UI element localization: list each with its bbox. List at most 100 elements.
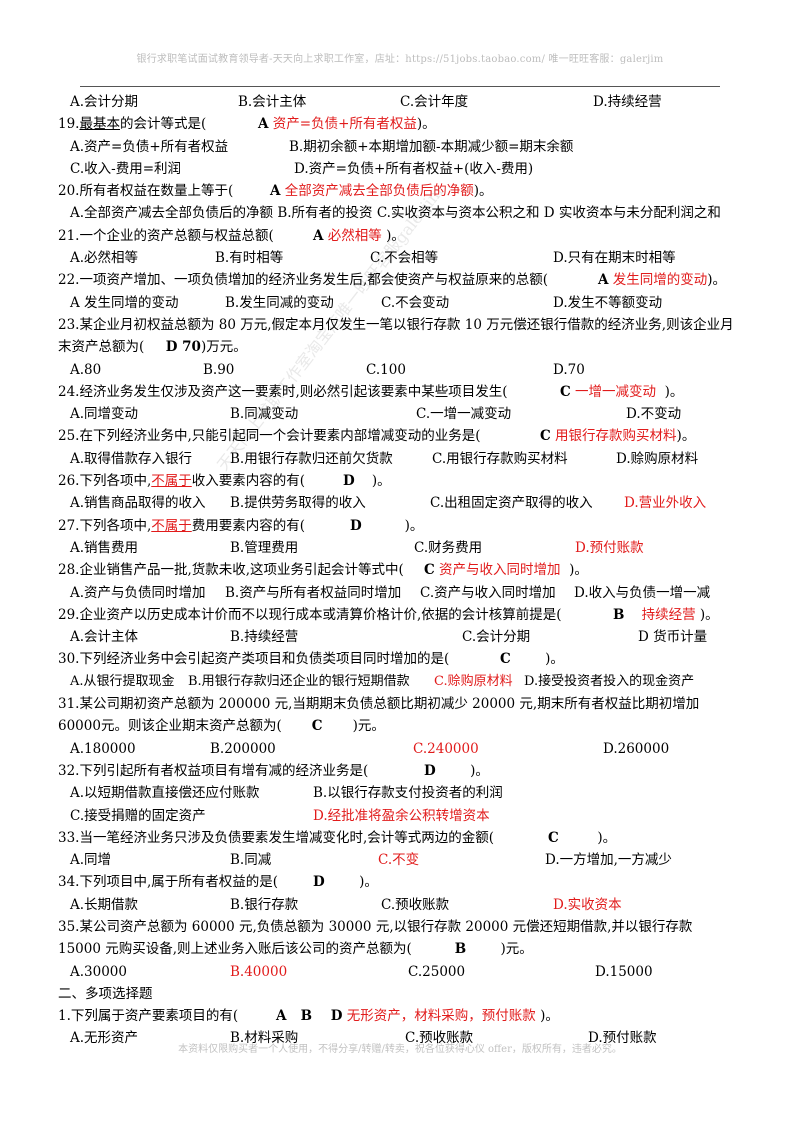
q34-answer-letter: D bbox=[313, 874, 325, 891]
q23-stem: 23.某企业月初权益总额为 80 万元,假定本月仅发生一笔以银行存款 10 万元… bbox=[58, 316, 734, 356]
q24-option-a: A.同增变动 bbox=[70, 406, 139, 423]
q22-option-c: C.不会变动 bbox=[381, 294, 450, 311]
q34-option-b: B.银行存款 bbox=[230, 896, 299, 913]
q34-option-c: C.预收账款 bbox=[381, 896, 450, 913]
q35-option-a: A.30000 bbox=[70, 963, 127, 980]
q27-keyword: 不属于 bbox=[151, 517, 192, 534]
q21-option-a: A.必然相等 bbox=[70, 250, 139, 267]
q26-stem: 26.下列各项中,不属于收入要素内容的有( D )。 bbox=[58, 473, 391, 490]
q33-option-a: A.同增 bbox=[70, 852, 112, 869]
q20-answer-text: 全部资产减去全部负债后的净额 bbox=[284, 183, 474, 200]
m1-stem: 1.下列属于资产要素项目的有( A B D 无形资产，材料采购，预付账款 )。 bbox=[58, 1008, 559, 1025]
q33-option-d: D.一方增加,一方减少 bbox=[545, 852, 672, 869]
q31-option-a: A.180000 bbox=[70, 740, 136, 757]
q32-option-d: D.经批准将盈余公积转增资本 bbox=[313, 807, 490, 824]
q32-option-c: C.接受捐赠的固定资产 bbox=[70, 807, 206, 824]
q31-option-b: B.200000 bbox=[210, 740, 276, 757]
q22-option-b: B.发生同减的变动 bbox=[225, 294, 334, 311]
q26-option-c: C.出租固定资产取得的收入 bbox=[430, 495, 593, 512]
q19-option-b: B.期初余额+本期增加额-本期减少额=期末余额 bbox=[289, 138, 574, 155]
q25-answer-text: 用银行存款购买材料 bbox=[555, 428, 677, 445]
q26-option-a: A.销售商品取得的收入 bbox=[70, 495, 206, 512]
q30-option-b: B.用银行存款归还企业的银行短期借款 bbox=[188, 673, 410, 689]
q32-stem: 32.下列引起所有者权益项目有增有减的经济业务是( D )。 bbox=[58, 762, 489, 779]
q27-answer-letter: D bbox=[350, 517, 362, 534]
q21-stem: 21.一个企业的资产总额与权益总额( A 必然相等 )。 bbox=[58, 227, 405, 244]
q22-options: A 发生同增的变动 B.发生同减的变动 C.不会变动 D.发生不等额变动 bbox=[58, 292, 738, 314]
q29-option-d: D 货币计量 bbox=[638, 629, 708, 646]
q35-stem: 35.某公司资产总额为 60000 元,负债总额为 30000 元,以银行存款 … bbox=[58, 918, 693, 958]
q32-option-a: A.以短期借款直接偿还应付账款 bbox=[70, 785, 260, 802]
q19-option-a: A.资产=负债+所有者权益 bbox=[70, 138, 229, 155]
q26-option-d: D.营业外收入 bbox=[624, 495, 707, 512]
q29-answer-text: 持续经营 bbox=[641, 606, 696, 623]
m1-answer-text: 无形资产，材料采购，预付账款 bbox=[346, 1008, 536, 1025]
m1-answer-letters: A B D bbox=[276, 1008, 343, 1025]
q24-answer-letter: C bbox=[560, 383, 571, 400]
q22-answer-text: 发生同增的变动 bbox=[612, 272, 708, 289]
q19-option-c: C.收入-费用=利润 bbox=[70, 160, 182, 177]
q28-answer-letter: C bbox=[424, 562, 435, 579]
q30-answer-letter: C bbox=[500, 651, 511, 668]
q28-answer-text: 资产与收入同时增加 bbox=[439, 562, 561, 579]
q30-option-d: D.接受投资者投入的现金资产 bbox=[524, 673, 695, 689]
m1-option-d: D.预付账款 bbox=[588, 1030, 657, 1047]
q34-options: A.长期借款 B.银行存款 C.预收账款 D.实收资本 bbox=[58, 894, 738, 916]
q29-option-c: C.会计分期 bbox=[462, 629, 531, 646]
q26-option-b: B.提供劳务取得的收入 bbox=[230, 495, 366, 512]
q23-option-a: A.80 bbox=[70, 361, 102, 378]
q35-option-b: B.40000 bbox=[230, 963, 288, 980]
q25-options: A.取得借款存入银行 B.用银行存款归还前欠货款 C.用银行存款购买材料 D.赊… bbox=[58, 448, 738, 470]
q26-keyword: 不属于 bbox=[151, 473, 192, 490]
q21-option-b: B.有时相等 bbox=[215, 250, 284, 267]
q20-stem: 20.所有者权益在数量上等于( A 全部资产减去全部负债后的净额)。 bbox=[58, 183, 493, 200]
q35-answer-letter: B bbox=[454, 941, 467, 958]
q35-option-c: C.25000 bbox=[408, 963, 466, 980]
q22-option-a: A 发生同增的变动 bbox=[70, 294, 179, 311]
q18-options: A.会计分期 B.会计主体 C.会计年度 D.持续经营 bbox=[58, 91, 738, 113]
q34-stem: 34.下列项目中,属于所有者权益的是( D )。 bbox=[58, 874, 378, 891]
q26-answer-letter: D bbox=[343, 473, 355, 490]
header-rule bbox=[80, 86, 720, 87]
m1-option-c: C.预收账款 bbox=[405, 1030, 474, 1047]
q32-answer-letter: D bbox=[424, 762, 436, 779]
q33-stem: 33.当一笔经济业务只涉及负债要素发生增减变化时,会计等式两边的金额( C )。 bbox=[58, 829, 617, 846]
q21-option-c: C.不会相等 bbox=[370, 250, 439, 267]
q30-options: A.从银行提取现金 B.用银行存款归还企业的银行短期借款 C.赊购原材料 D.接… bbox=[58, 671, 738, 693]
q28-option-d: D.收入与负债一增一减 bbox=[574, 584, 711, 601]
q19-answer-letter: A bbox=[258, 116, 269, 133]
q27-options: A.销售费用 B.管理费用 C.财务费用 D.预付账款 bbox=[58, 537, 738, 559]
q27-option-d: D.预付账款 bbox=[575, 539, 644, 556]
section-title-multiple-choice: 二、多项选择题 bbox=[58, 985, 153, 1002]
q30-stem: 30.下列经济业务中会引起资产类项目和负债类项目同时增加的是( C )。 bbox=[58, 651, 564, 668]
q23-option-c: C.100 bbox=[366, 361, 406, 378]
q34-option-d: D.实收资本 bbox=[553, 896, 622, 913]
q24-option-b: B.同减变动 bbox=[230, 406, 299, 423]
q18-option-b: B.会计主体 bbox=[238, 94, 307, 110]
q21-options: A.必然相等 B.有时相等 C.不会相等 D.只有在期末时相等 bbox=[58, 247, 738, 269]
q24-option-c: C.一增一减变动 bbox=[416, 406, 512, 423]
q18-option-c: C.会计年度 bbox=[400, 94, 469, 110]
q18-option-d: D.持续经营 bbox=[593, 94, 662, 110]
m1-option-a: A.无形资产 bbox=[70, 1030, 139, 1047]
q23-options: A.80 B.90 C.100 D.70 bbox=[58, 359, 738, 381]
page-footer: 本资料仅限购买者一个人使用，不得分享/转赠/转卖，祝各位获得心仪 offer，版… bbox=[178, 1044, 622, 1055]
page-header: 银行求职笔试面试教育领导者-天天向上求职工作室，店址：https://51job… bbox=[136, 54, 664, 65]
q31-answer-letter: C bbox=[311, 718, 323, 735]
q27-option-c: C.财务费用 bbox=[414, 539, 483, 556]
q28-option-c: C.资产与收入同时增加 bbox=[420, 584, 556, 601]
q21-answer-text: 必然相等 bbox=[327, 227, 382, 244]
q24-options: A.同增变动 B.同减变动 C.一增一减变动 D.不变动 bbox=[58, 403, 738, 425]
q22-stem: 22.一项资产增加、一项负债增加的经济业务发生后,都会使资产与权益原来的总额( … bbox=[58, 272, 727, 289]
q19-keyword: 最基本 bbox=[79, 116, 120, 133]
q19-option-d: D.资产=负债+所有者权益+(收入-费用) bbox=[294, 160, 534, 177]
q26-options: A.销售商品取得的收入 B.提供劳务取得的收入 C.出租固定资产取得的收入 D.… bbox=[58, 492, 738, 514]
q29-options: A.会计主体 B.持续经营 C.会计分期 D 货币计量 bbox=[58, 626, 738, 648]
q25-stem: 25.在下列经济业务中,只能引起同一个会计要素内部增减变动的业务是( C 用银行… bbox=[58, 428, 696, 445]
q28-options: A.资产与负债同时增加 B.资产与所有者权益同时增加 C.资产与收入同时增加 D… bbox=[58, 582, 738, 604]
q33-option-b: B.同减 bbox=[230, 852, 272, 869]
q23-option-d: D.70 bbox=[553, 361, 585, 378]
q25-option-a: A.取得借款存入银行 bbox=[70, 450, 193, 467]
q27-stem: 27.下列各项中,不属于费用要素内容的有( D )。 bbox=[58, 517, 424, 534]
q27-option-a: A.销售费用 bbox=[70, 539, 139, 556]
